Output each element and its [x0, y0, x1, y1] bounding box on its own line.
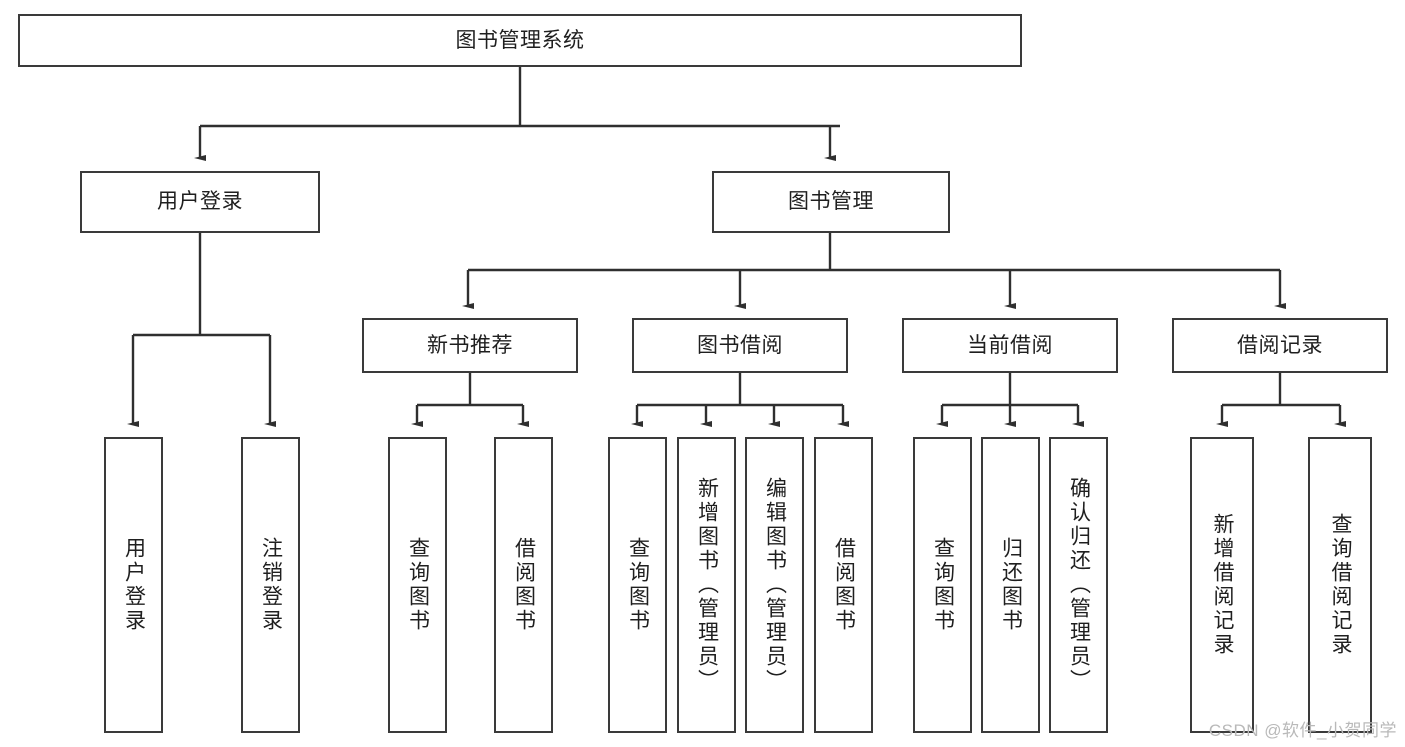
- node-user-login-label: 用户登录: [157, 190, 243, 214]
- leaf-label: 查询图书: [626, 537, 650, 633]
- leaf-label: 归还图书: [999, 537, 1023, 633]
- leaf-user-login-login[interactable]: 用户登录: [104, 437, 163, 733]
- node-root[interactable]: 图书管理系统: [18, 14, 1022, 67]
- leaf-book-borrow-edit-book-admin[interactable]: 编辑图书（管理员）: [745, 437, 804, 733]
- leaf-book-borrow-borrow-book[interactable]: 借阅图书: [814, 437, 873, 733]
- watermark-text: CSDN @软件_小贺同学: [1208, 721, 1397, 740]
- node-book-management[interactable]: 图书管理: [712, 171, 950, 233]
- leaf-label: 新增借阅记录: [1211, 513, 1235, 657]
- leaf-book-borrow-query-book[interactable]: 查询图书: [608, 437, 667, 733]
- leaf-label: 查询借阅记录: [1329, 513, 1353, 657]
- node-current-borrow[interactable]: 当前借阅: [902, 318, 1118, 373]
- leaf-current-borrow-confirm-return-admin[interactable]: 确认归还（管理员）: [1049, 437, 1108, 733]
- leaf-new-book-borrow-book[interactable]: 借阅图书: [494, 437, 553, 733]
- leaf-label: 新增图书（管理员）: [695, 477, 719, 693]
- node-current-borrow-label: 当前借阅: [967, 333, 1053, 357]
- leaf-borrow-record-add-record[interactable]: 新增借阅记录: [1190, 437, 1254, 733]
- node-borrow-record-label: 借阅记录: [1237, 333, 1323, 357]
- leaf-label: 借阅图书: [832, 537, 856, 633]
- node-new-book-recommend-label: 新书推荐: [427, 333, 513, 357]
- node-book-borrow[interactable]: 图书借阅: [632, 318, 848, 373]
- leaf-new-book-query-book[interactable]: 查询图书: [388, 437, 447, 733]
- leaf-label: 借阅图书: [512, 537, 536, 633]
- leaf-label: 查询图书: [931, 537, 955, 633]
- leaf-label: 确认归还（管理员）: [1067, 477, 1091, 693]
- leaf-label: 用户登录: [122, 537, 146, 633]
- leaf-borrow-record-query-record[interactable]: 查询借阅记录: [1308, 437, 1372, 733]
- leaf-label: 注销登录: [259, 537, 283, 633]
- leaf-current-borrow-return-book[interactable]: 归还图书: [981, 437, 1040, 733]
- node-borrow-record[interactable]: 借阅记录: [1172, 318, 1388, 373]
- leaf-book-borrow-add-book-admin[interactable]: 新增图书（管理员）: [677, 437, 736, 733]
- node-root-label: 图书管理系统: [455, 28, 585, 52]
- node-new-book-recommend[interactable]: 新书推荐: [362, 318, 578, 373]
- leaf-user-login-logout[interactable]: 注销登录: [241, 437, 300, 733]
- leaf-label: 查询图书: [406, 537, 430, 633]
- leaf-label: 编辑图书（管理员）: [763, 477, 787, 693]
- node-book-management-label: 图书管理: [788, 190, 874, 214]
- node-user-login[interactable]: 用户登录: [80, 171, 320, 233]
- leaf-current-borrow-query-book[interactable]: 查询图书: [913, 437, 972, 733]
- node-book-borrow-label: 图书借阅: [697, 333, 783, 357]
